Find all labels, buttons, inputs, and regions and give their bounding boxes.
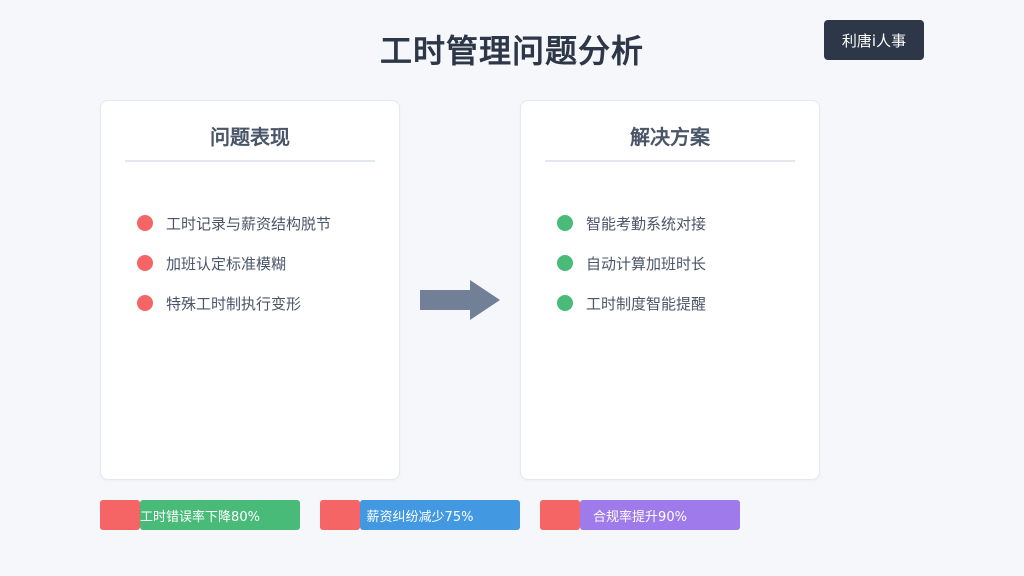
metric-bar (140, 500, 300, 530)
metric-bar (580, 500, 740, 530)
problem-item-text: 工时记录与薪资结构脱节 (166, 214, 332, 233)
problem-item-text: 特殊工时制执行变形 (166, 294, 302, 313)
metric-swatch (540, 500, 580, 530)
solutions-list: 智能考勤系统对接 自动计算加班时长 工时制度智能提醒 (557, 203, 706, 323)
brand-badge[interactable]: 利唐i人事 (824, 20, 924, 60)
metric-dispute-reduction: 薪资纠纷减少75% (320, 500, 520, 530)
list-item: 特殊工时制执行变形 (137, 283, 331, 323)
solution-item-text: 工时制度智能提醒 (586, 294, 707, 313)
metric-label: 薪资纠纷减少75% (366, 509, 474, 525)
solutions-card-title: 解决方案 (630, 125, 710, 149)
list-item: 自动计算加班时长 (557, 243, 706, 283)
metric-label: 工时错误率下降80% (140, 509, 260, 525)
problems-list: 工时记录与薪资结构脱节 加班认定标准模糊 特殊工时制执行变形 (137, 203, 331, 323)
green-dot-icon (557, 255, 573, 271)
problems-card: 问题表现 工时记录与薪资结构脱节 加班认定标准模糊 特殊工时制执行变形 (100, 100, 400, 480)
problems-card-title: 问题表现 (210, 125, 290, 149)
list-item: 加班认定标准模糊 (137, 243, 331, 283)
solutions-divider (545, 160, 795, 162)
list-item: 工时记录与薪资结构脱节 (137, 203, 331, 243)
metric-compliance-rate: 合规率提升90% (540, 500, 740, 530)
metric-swatch (100, 500, 140, 530)
page-title: 工时管理问题分析 (379, 32, 644, 70)
metric-bar (360, 500, 520, 530)
metric-error-rate: 工时错误率下降80% (100, 500, 300, 530)
problem-item-text: 加班认定标准模糊 (166, 254, 287, 273)
red-dot-icon (137, 295, 153, 311)
right-arrow-icon (420, 280, 500, 320)
green-dot-icon (557, 215, 573, 231)
list-item: 智能考勤系统对接 (557, 203, 706, 243)
red-dot-icon (137, 215, 153, 231)
list-item: 工时制度智能提醒 (557, 283, 706, 323)
problems-divider (125, 160, 375, 162)
metric-swatch (320, 500, 360, 530)
solutions-card: 解决方案 智能考勤系统对接 自动计算加班时长 工时制度智能提醒 (520, 100, 820, 480)
solution-item-text: 智能考勤系统对接 (586, 214, 707, 233)
solution-item-text: 自动计算加班时长 (586, 254, 707, 273)
green-dot-icon (557, 295, 573, 311)
metric-label: 合规率提升90% (593, 509, 687, 525)
red-dot-icon (137, 255, 153, 271)
